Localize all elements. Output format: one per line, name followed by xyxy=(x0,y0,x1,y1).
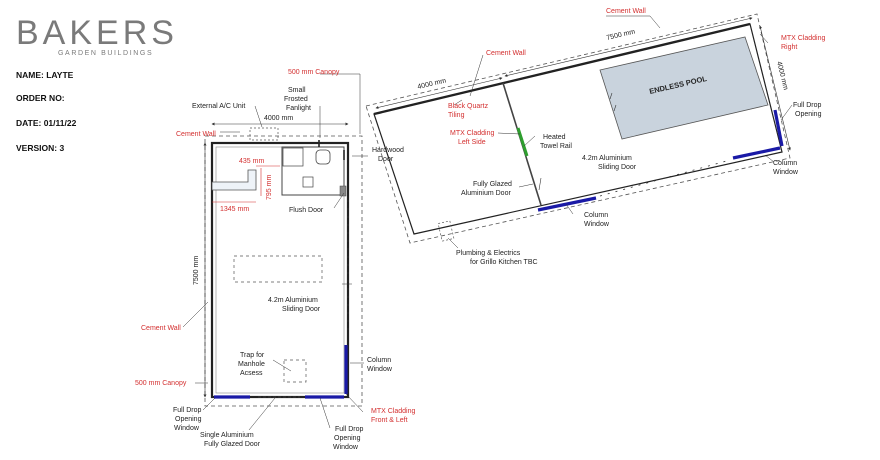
mtx-front-left-label-1: MTX Cladding xyxy=(371,408,415,415)
left-plan xyxy=(182,73,368,431)
right-labels: Cement Wall 7500 mm Cement Wall 4000 mm … xyxy=(417,8,826,266)
full-drop-window-label-2: Opening xyxy=(175,416,202,423)
sliding-door-left-label-2: Sliding Door xyxy=(282,306,321,313)
brand-tagline: GARDEN BUILDINGS xyxy=(58,50,154,57)
column-window-left-label-2: Window xyxy=(367,366,393,373)
plumbing-label-1: Plumbing & Electrics xyxy=(456,250,521,257)
drawing-date: DATE: 01/11/22 xyxy=(16,118,77,128)
building-outline xyxy=(210,141,350,399)
mtx-right-label-2: Right xyxy=(781,44,797,51)
cement-wall-mid-label: Cement Wall xyxy=(486,50,526,57)
drawing-version: VERSION: 3 xyxy=(16,143,65,153)
black-quartz-label-1: Black Quartz xyxy=(448,103,489,110)
dim-435-label: 435 mm xyxy=(239,158,264,165)
towel-rail-label-2: Towel Rail xyxy=(540,143,572,150)
column-window-mid-label-2: Window xyxy=(584,221,610,228)
left-leaders xyxy=(182,73,368,431)
fanlight-label-3: Fanlight xyxy=(286,105,311,112)
inner-wall xyxy=(215,146,345,394)
full-drop-window-label-3: Window xyxy=(174,425,200,432)
brand-logo: BAKERS xyxy=(16,14,178,52)
single-door-label-2: Fully Glazed Door xyxy=(204,441,261,448)
manhole-trap xyxy=(283,359,307,383)
left-labels: 500 mm Canopy External A/C Unit 4000 mm … xyxy=(135,69,415,451)
column-window-right-label-1: Column xyxy=(773,160,797,167)
full-drop-window2-label-1: Full Drop xyxy=(335,426,364,433)
fanlight-label-2: Frosted xyxy=(284,96,308,103)
dim-line-4000-right xyxy=(375,77,503,109)
mtx-front-left-label-2: Front & Left xyxy=(371,417,408,424)
flush-door-mark xyxy=(339,185,347,197)
dim-4000-label: 4000 mm xyxy=(264,115,293,122)
canopy-outline xyxy=(204,135,363,407)
trap-label-1: Trap for xyxy=(240,352,265,359)
column-window-mid-label-1: Column xyxy=(584,212,608,219)
full-drop-window2-label-2: Opening xyxy=(334,435,361,442)
right-plan xyxy=(365,13,793,249)
trap-label-3: Acsess xyxy=(240,370,263,377)
mtx-left-side-label-1: MTX Cladding xyxy=(450,130,494,137)
client-name: NAME: LAYTE xyxy=(16,70,74,80)
cement-wall-left-label: Cement Wall xyxy=(141,325,181,332)
dim-795-label: 795 mm xyxy=(266,175,273,200)
plumbing-label-2: for Grillo Kitchen TBC xyxy=(470,259,538,266)
column-window-right-label-2: Window xyxy=(773,169,799,176)
door-ticks xyxy=(538,92,617,191)
dim-1345-label: 1345 mm xyxy=(220,206,249,213)
full-drop-window2-label-3: Window xyxy=(333,444,359,451)
column-window-right xyxy=(732,146,781,160)
order-number: ORDER NO: xyxy=(16,93,65,103)
cement-wall-top-right-label: Cement Wall xyxy=(606,8,646,15)
right-leaders xyxy=(447,15,793,249)
full-drop-opening-label-2: Opening xyxy=(795,111,822,118)
canopy-top-label: 500 mm Canopy xyxy=(288,69,340,76)
furniture-outline xyxy=(233,255,323,283)
towel-rail-label-1: Heated xyxy=(543,134,566,141)
flush-door-label: Flush Door xyxy=(289,207,324,214)
single-door-label-1: Single Aluminium xyxy=(200,432,254,439)
column-window-left-label-1: Column xyxy=(367,357,391,364)
hardwood-door-label-2: Door xyxy=(378,156,394,163)
hardwood-door-label-1: Hardwood xyxy=(372,147,404,154)
dim-7500-right-label: 7500 mm xyxy=(606,29,636,42)
dim-4000-side-label: 4000 mm xyxy=(775,61,789,91)
glazed-door-label-1: Fully Glazed xyxy=(473,181,512,188)
mtx-right-label-1: MTX Cladding xyxy=(781,35,825,42)
dim-7500-label: 7500 mm xyxy=(193,256,200,285)
glazed-door-label-2: Aluminium Door xyxy=(461,190,511,197)
full-drop-opening-label-1: Full Drop xyxy=(793,102,822,109)
fanlight-label-1: Small xyxy=(288,87,306,94)
basin xyxy=(282,147,304,167)
plumbing-box xyxy=(437,220,455,242)
ac-unit-label: External A/C Unit xyxy=(192,103,245,110)
wc-room xyxy=(281,146,345,196)
cement-wall-top-label: Cement Wall xyxy=(176,131,216,138)
column-window-mid xyxy=(537,196,597,212)
dim-4000-right-label: 4000 mm xyxy=(417,78,447,91)
sliding-door-right-label-1: 4.2m Aluminium xyxy=(582,155,632,162)
dim-line-4000-side xyxy=(759,25,791,151)
kitchen-counter xyxy=(211,169,257,191)
dim-line-7500-right xyxy=(504,17,753,77)
sliding-door-right-label-2: Sliding Door xyxy=(598,164,637,171)
canopy-left-label: 500 mm Canopy xyxy=(135,380,187,387)
black-quartz-label-2: Tiling xyxy=(448,112,465,119)
full-drop-window-label-1: Full Drop xyxy=(173,407,202,414)
ac-unit xyxy=(249,127,279,141)
sliding-door-right xyxy=(599,159,731,197)
toilet xyxy=(315,149,331,165)
mtx-cladding-left-side xyxy=(516,127,529,157)
mtx-left-side-label-2: Left Side xyxy=(458,139,486,146)
trap-label-2: Manhole xyxy=(238,361,265,368)
sliding-door-left-label-1: 4.2m Aluminium xyxy=(268,297,318,304)
sink-icon xyxy=(302,176,314,188)
